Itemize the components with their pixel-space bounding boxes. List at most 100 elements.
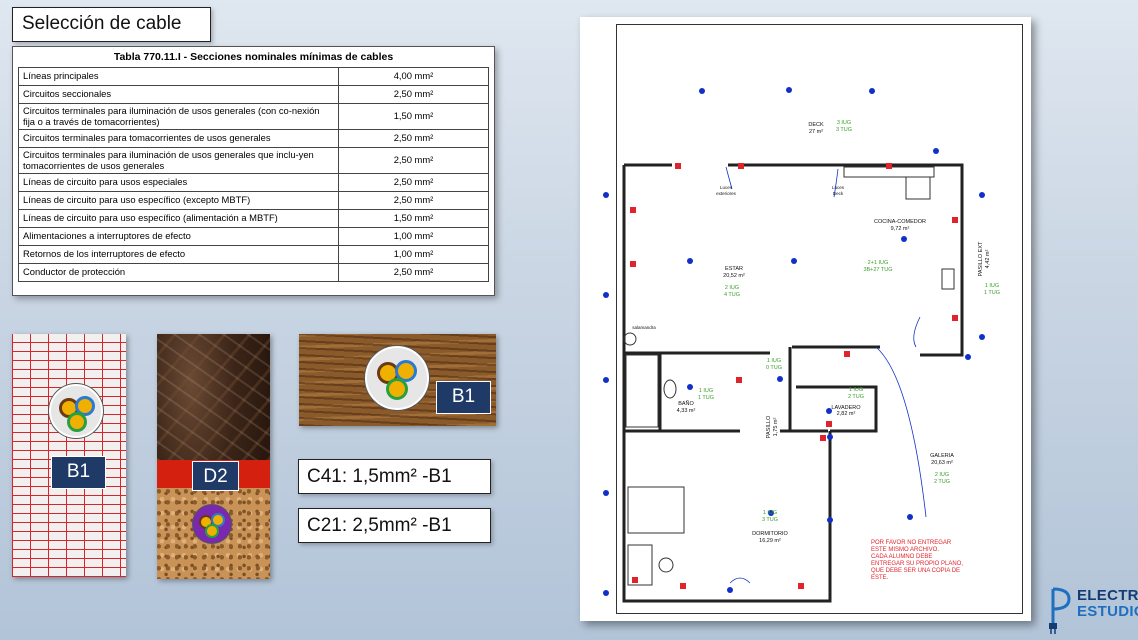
note-line: CADA ALUMNO DEBE [871,554,932,560]
stove [905,176,931,200]
row-desc: Circuitos terminales para iluminación de… [18,147,339,174]
outlet [798,583,804,589]
outlet [952,217,958,223]
light-point [603,490,609,496]
outlet [886,163,892,169]
room-name: COCINA-COMEDOR [874,219,926,225]
room-area: 27 m² [809,129,823,135]
stool [658,557,674,573]
room-area: 2,82 m² [837,411,856,417]
salamandra-label: salamandra [632,325,656,330]
circuit-count: 2+1 IUG [868,260,889,266]
circuit-count: 1 TUG [698,395,714,401]
row-value: 1,50 mm² [338,103,489,130]
circuit-count: 0 TUG [766,365,782,371]
marble-texture [157,334,270,460]
luces-deck-label: Deck [833,191,844,196]
desk [627,544,653,586]
circuit-count: 2 IUG [725,285,739,291]
logo-text: ELECTRO ESTUDIO [1077,588,1138,620]
light-point [965,354,971,360]
logo-line2: ESTUDIO [1077,603,1138,620]
cable-section-table: Tabla 770.11.I - Secciones nominales mín… [12,46,495,296]
circuit-count: 1 IUG [763,510,777,516]
conductor-green-icon [386,378,408,400]
room-area: 1,75 m² [773,418,779,437]
salamandra [623,332,637,346]
row-value: 2,50 mm² [338,85,489,104]
wall [622,165,832,603]
light-point [827,517,833,523]
room-name: DORMITORIO [752,531,788,537]
room-name: PASILLO [766,415,772,438]
plug-logo-icon [1049,587,1071,634]
room-area: 4,42 m² [985,250,991,269]
table-row: Circuitos terminales para tomacorrientes… [18,129,489,148]
brick-wall-install-panel: B1 [12,334,126,577]
bed [627,486,685,534]
light-point [687,258,693,264]
table-row: Circuitos terminales para iluminación de… [18,147,489,174]
wire [913,316,921,348]
light-point [826,408,832,414]
room-name: BAÑO [678,400,694,407]
row-desc: Líneas de circuito para uso específico (… [18,191,339,210]
note-line: ESTE. [871,575,889,581]
circuit-count: 1 TUG [984,290,1000,296]
room-area: 20,63 m² [931,460,953,466]
row-value: 1,00 mm² [338,227,489,246]
conductor-blue-icon [395,360,417,382]
room-name: LAVADERO [831,405,861,411]
light-point [791,258,797,264]
light-point [907,514,913,520]
sink [941,268,955,290]
row-desc: Conductor de protección [18,263,339,282]
electro-estudio-logo: ELECTRO ESTUDIO [1047,585,1138,637]
luces-deck-label: Luces [832,185,845,190]
light-point [603,192,609,198]
plug-body [1051,587,1071,623]
wire [729,577,751,584]
outlet [844,351,850,357]
plug-head [1049,623,1057,629]
light-point [869,88,875,94]
circuit-count: 2 TUG [934,479,950,485]
row-desc: Circuitos terminales para iluminación de… [18,103,339,130]
wire [875,346,927,518]
circuit-count: 2 IUG [935,472,949,478]
row-value: 4,00 mm² [338,67,489,86]
conductor-blue-icon [211,513,225,527]
luces-exteriores-label: exteriores [716,191,737,196]
circuit-count: 4 TUG [724,292,740,298]
light-point [768,510,774,516]
light-point [979,192,985,198]
row-desc: Retornos de los interruptores de efecto [18,245,339,264]
slide-title: Selección de cable [12,7,211,42]
note-line: ENTREGAR SU PROPIO PLANO, [871,561,963,567]
wood-install-panel: B1 [299,334,496,426]
toilet [663,379,677,399]
light-point [603,377,609,383]
conductor-green-icon [67,412,87,432]
conductor-green-icon [205,524,219,538]
outlet [630,261,636,267]
outlet [680,583,686,589]
note-line: ESTE MISMO ARCHIVO. [871,547,939,553]
room-area: 9,72 m² [891,226,910,232]
floor-install-panel: D2 [157,334,270,579]
table-row: Líneas de circuito para uso específico (… [18,209,489,228]
light-points [603,87,985,596]
row-desc: Líneas de circuito para uso específico (… [18,209,339,228]
wall [848,163,964,357]
luces-exteriores-label: Luces [720,185,733,190]
circuit-count: 1 IUG [699,388,713,394]
outlet [632,577,638,583]
light-point [699,88,705,94]
outlet [826,421,832,427]
